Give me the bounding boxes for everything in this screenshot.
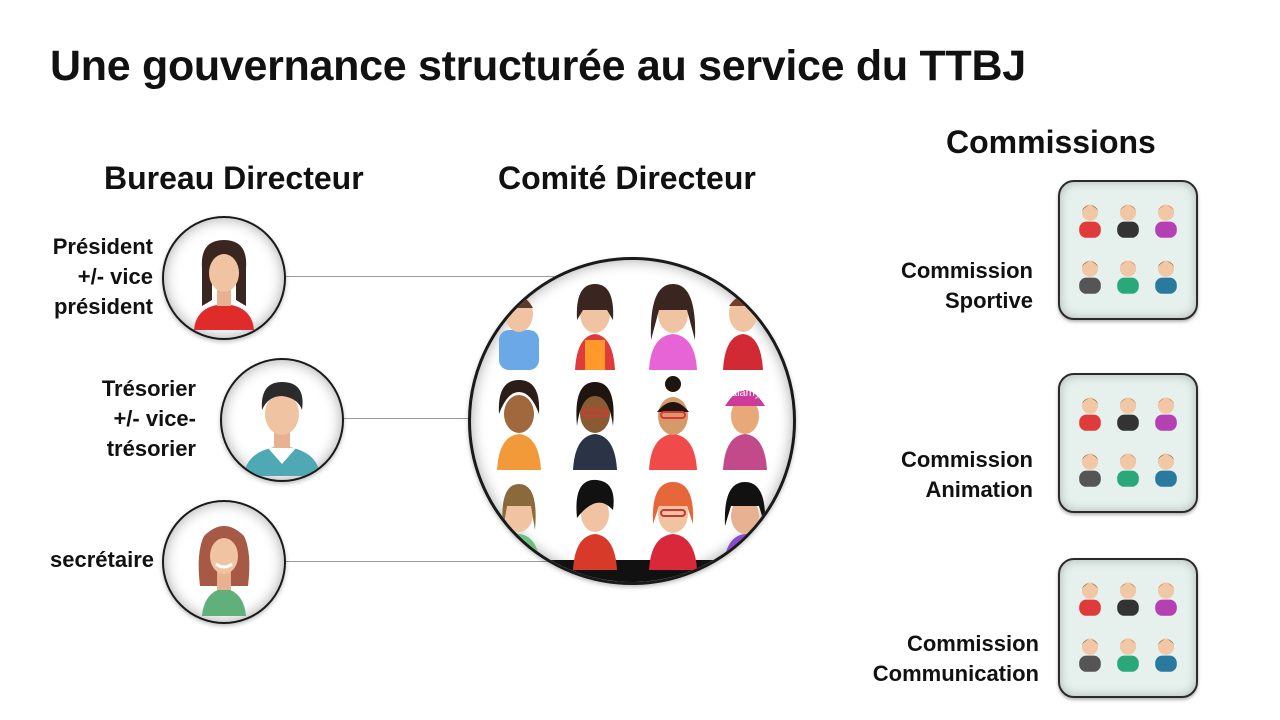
connector-president bbox=[284, 276, 554, 277]
tresorier-avatar bbox=[220, 358, 344, 482]
comite-heading: Comité Directeur bbox=[498, 160, 756, 196]
commission-communication-label: Commission Communication bbox=[872, 631, 1039, 686]
commission-sportive-label: Commission Sportive bbox=[900, 258, 1033, 313]
commission-animation-tile bbox=[1058, 373, 1198, 513]
commission-communication-tile bbox=[1058, 558, 1198, 698]
commission-animation-label: Commission Animation bbox=[900, 447, 1033, 502]
connector-tresorier bbox=[342, 418, 472, 419]
woman-red-top-avatar-icon bbox=[194, 240, 254, 330]
secretaire-avatar bbox=[162, 500, 286, 624]
connector-secretaire bbox=[284, 561, 554, 562]
comite-avatar-group: alamy bbox=[468, 257, 796, 585]
woman-green-top-avatar-icon bbox=[198, 526, 250, 616]
president-label: Président +/- vice président bbox=[52, 234, 153, 319]
commission-sportive-tile bbox=[1058, 180, 1198, 320]
man-teal-shirt-avatar-icon bbox=[244, 382, 320, 476]
commissions-heading: Commissions bbox=[946, 124, 1156, 160]
team-avatars-icon bbox=[1079, 204, 1177, 294]
team-avatars-icon bbox=[1079, 582, 1177, 672]
secretaire-label: secrétaire bbox=[50, 547, 154, 572]
team-avatars-icon bbox=[1079, 397, 1177, 487]
bureau-heading: Bureau Directeur bbox=[104, 160, 364, 196]
watermark-text: alamy bbox=[731, 387, 761, 399]
tresorier-label: Trésorier +/- vice- trésorier bbox=[101, 376, 196, 461]
president-avatar bbox=[162, 216, 286, 340]
slide-title: Une gouvernance structurée au service du… bbox=[50, 42, 1026, 90]
group-avatars-icon: alamy bbox=[471, 284, 793, 582]
